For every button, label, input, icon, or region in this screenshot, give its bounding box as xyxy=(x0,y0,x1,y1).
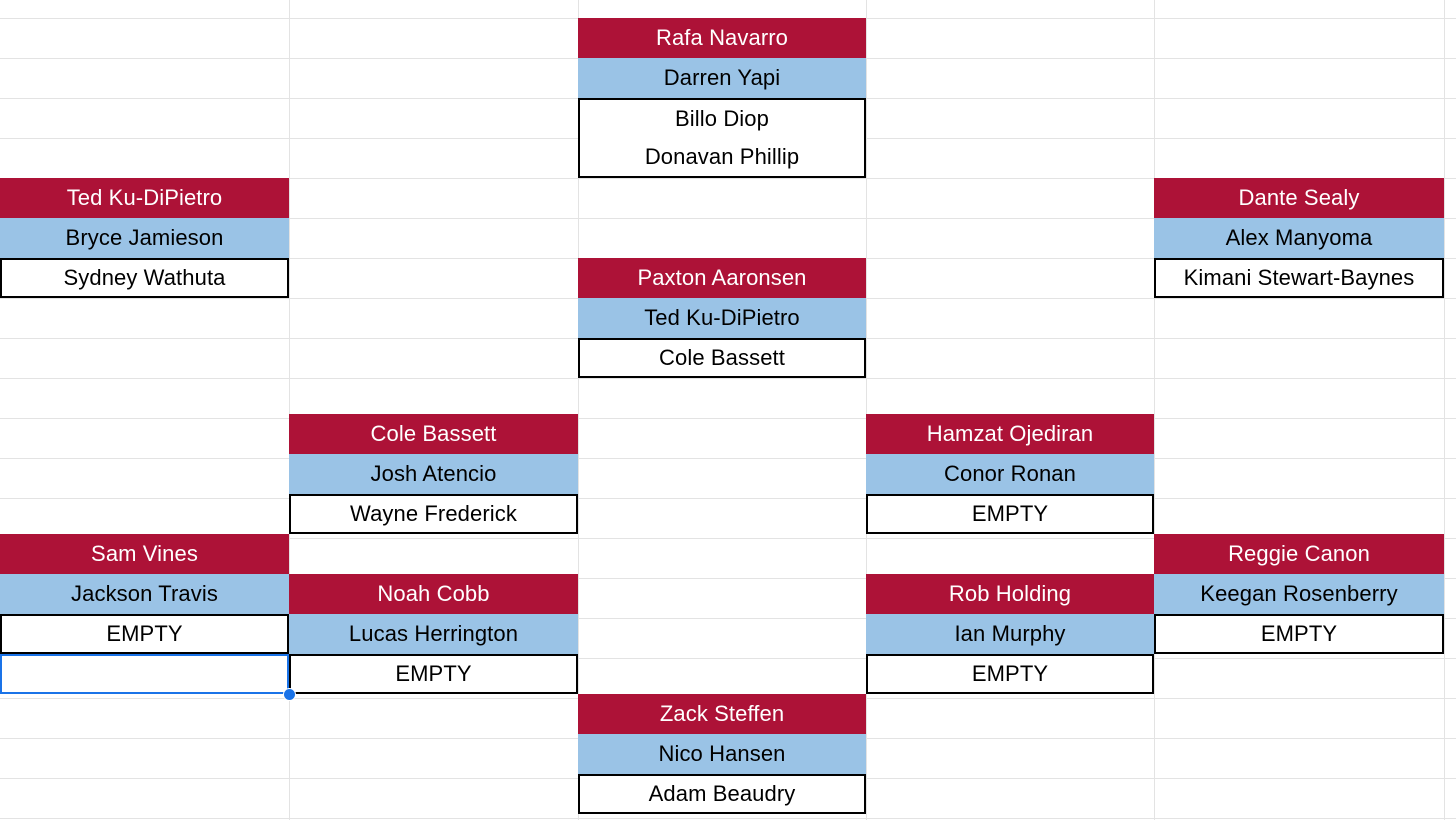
fill-handle[interactable] xyxy=(283,688,296,701)
roster-cell[interactable]: Hamzat Ojediran xyxy=(866,414,1154,454)
roster-cell[interactable]: Keegan Rosenberry xyxy=(1154,574,1444,614)
roster-cell[interactable]: Noah Cobb xyxy=(289,574,578,614)
roster-cell[interactable]: Billo Diop xyxy=(578,98,866,138)
roster-cell[interactable]: Jackson Travis xyxy=(0,574,289,614)
grid-row-line-20 xyxy=(0,818,1456,819)
roster-cell[interactable]: Kimani Stewart-Baynes xyxy=(1154,258,1444,298)
roster-cell[interactable]: Ted Ku-DiPietro xyxy=(0,178,289,218)
grid-col-line-E xyxy=(1154,0,1155,820)
roster-cell[interactable]: Adam Beaudry xyxy=(578,774,866,814)
roster-cell[interactable]: Reggie Canon xyxy=(1154,534,1444,574)
roster-cell[interactable]: EMPTY xyxy=(289,654,578,694)
roster-cell[interactable]: Sam Vines xyxy=(0,534,289,574)
grid-row-line-11 xyxy=(0,458,1456,459)
roster-cell[interactable]: Sydney Wathuta xyxy=(0,258,289,298)
roster-cell[interactable]: EMPTY xyxy=(0,614,289,654)
roster-cell[interactable]: Ian Murphy xyxy=(866,614,1154,654)
roster-cell[interactable]: Alex Manyoma xyxy=(1154,218,1444,258)
roster-cell[interactable]: EMPTY xyxy=(1154,614,1444,654)
roster-cell[interactable]: Wayne Frederick xyxy=(289,494,578,534)
roster-cell[interactable]: Bryce Jamieson xyxy=(0,218,289,258)
roster-cell[interactable]: Donavan Phillip xyxy=(578,138,866,178)
grid-row-line-10 xyxy=(0,418,1456,419)
grid-col-line-F xyxy=(1444,0,1445,820)
roster-cell[interactable]: EMPTY xyxy=(866,494,1154,534)
roster-cell[interactable]: Zack Steffen xyxy=(578,694,866,734)
selected-cell[interactable] xyxy=(0,654,289,694)
roster-cell[interactable]: Cole Bassett xyxy=(289,414,578,454)
roster-cell[interactable]: Ted Ku-DiPietro xyxy=(578,298,866,338)
roster-cell[interactable]: Conor Ronan xyxy=(866,454,1154,494)
roster-cell[interactable]: Josh Atencio xyxy=(289,454,578,494)
grid-col-line-D xyxy=(866,0,867,820)
roster-cell[interactable]: Cole Bassett xyxy=(578,338,866,378)
roster-cell[interactable]: Lucas Herrington xyxy=(289,614,578,654)
grid-row-line-12 xyxy=(0,498,1456,499)
roster-cell[interactable]: Darren Yapi xyxy=(578,58,866,98)
roster-cell[interactable]: Nico Hansen xyxy=(578,734,866,774)
roster-cell[interactable]: Paxton Aaronsen xyxy=(578,258,866,298)
roster-cell[interactable]: EMPTY xyxy=(866,654,1154,694)
roster-cell[interactable]: Dante Sealy xyxy=(1154,178,1444,218)
grid-row-line-9 xyxy=(0,378,1456,379)
roster-cell[interactable]: Rob Holding xyxy=(866,574,1154,614)
roster-cell[interactable]: Rafa Navarro xyxy=(578,18,866,58)
